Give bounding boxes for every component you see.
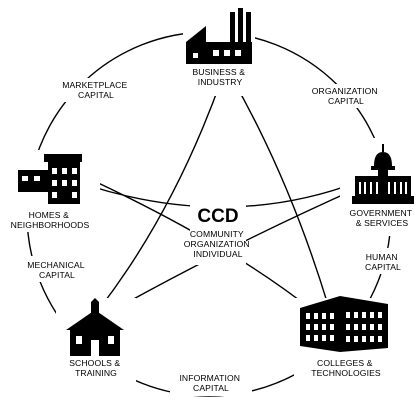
business-label: BUSINESS & INDUSTRY bbox=[192, 67, 247, 87]
schoolhouse-icon bbox=[66, 298, 124, 356]
mechanical-capital-label: MECHANICAL CAPITAL bbox=[27, 260, 87, 280]
homes-label: HOMES & NEIGHBORHOODS bbox=[11, 210, 90, 230]
link-business-colleges bbox=[231, 77, 329, 306]
schools-label: SCHOOLS & TRAINING bbox=[69, 358, 123, 378]
center-title: CCD bbox=[197, 206, 238, 227]
human-capital-label: HUMAN CAPITAL bbox=[365, 252, 401, 272]
house-icon bbox=[18, 154, 82, 204]
factory-icon bbox=[186, 8, 252, 64]
link-business-schools bbox=[99, 77, 223, 309]
information-capital-label: INFORMATION CAPITAL bbox=[179, 373, 242, 393]
government-label: GOVERNMENT & SERVICES bbox=[350, 208, 415, 228]
organization-capital-label: ORGANIZATION CAPITAL bbox=[312, 86, 380, 106]
center-subtitle: COMMUNITY ORGANIZATION INDIVIDUAL bbox=[184, 229, 252, 259]
colleges-label: COLLEGES & TECHNOLOGIES bbox=[311, 358, 381, 378]
capitol-building-icon bbox=[352, 144, 414, 204]
connection-lines bbox=[89, 77, 359, 313]
college-building-icon bbox=[300, 296, 388, 352]
marketplace-capital-label: MARKETPLACE CAPITAL bbox=[62, 80, 130, 100]
